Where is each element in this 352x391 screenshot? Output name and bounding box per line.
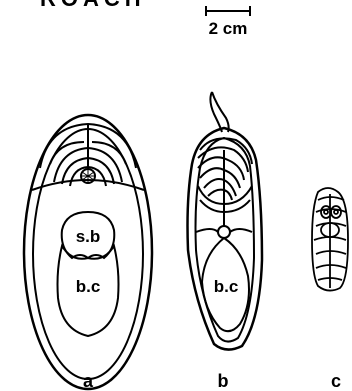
specimen-b-letter: b (218, 371, 229, 391)
specimen-b (188, 92, 263, 350)
specimen-c-letter: c (331, 371, 341, 391)
specimen-a (24, 115, 152, 389)
specimen-a-letter: a (83, 371, 94, 391)
specimen-b-center-node (218, 226, 230, 238)
scale-bar-label: 2 cm (209, 19, 248, 38)
specimen-b-stalk (210, 92, 228, 132)
specimen-b-label-bc: b.c (214, 277, 239, 296)
specimen-c (312, 188, 348, 291)
scale-bar (206, 6, 250, 16)
specimen-a-label-bc: b.c (76, 277, 101, 296)
specimen-a-label-sb: s.b (76, 227, 101, 246)
